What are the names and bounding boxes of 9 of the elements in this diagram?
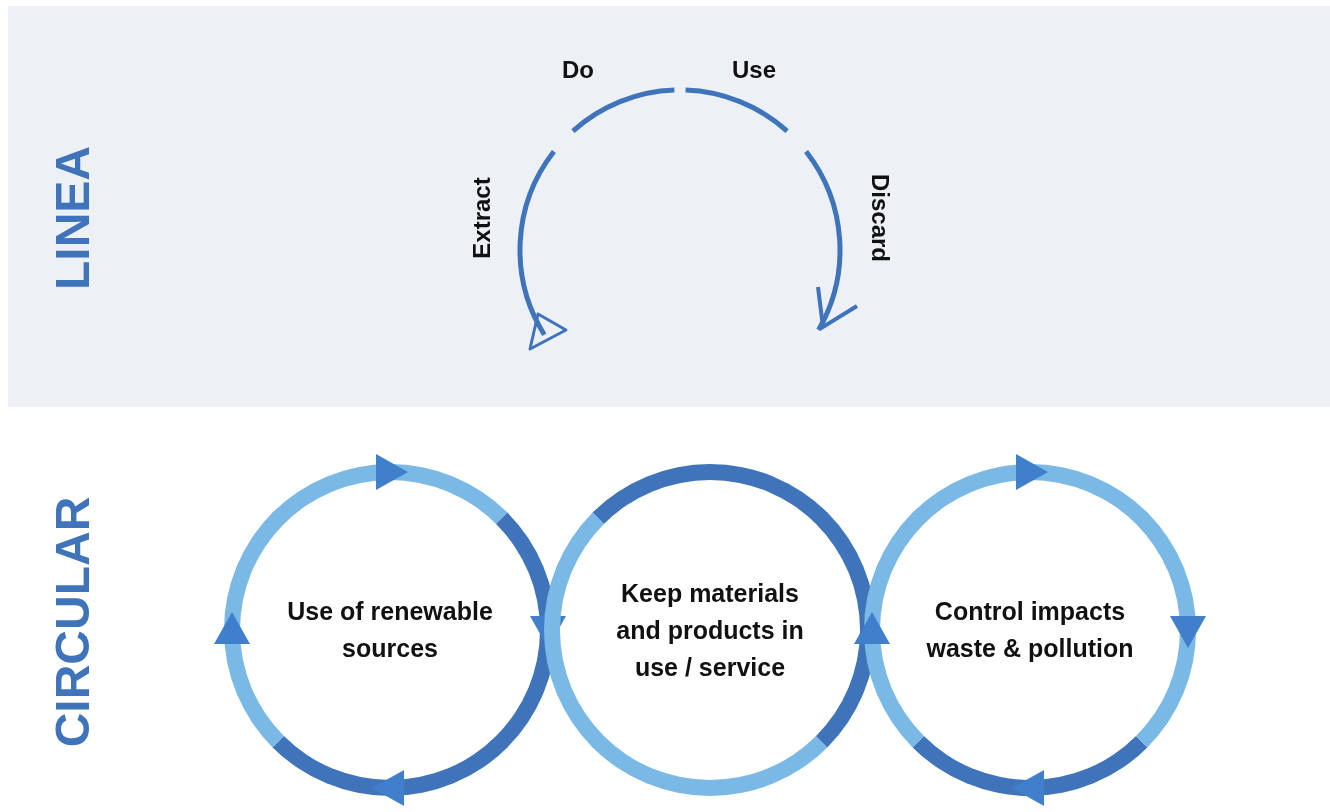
step-label: Use bbox=[732, 56, 776, 84]
section-title: LINEA bbox=[44, 146, 100, 290]
circle-label: Keep materials and products in use / service bbox=[615, 577, 805, 683]
step-label: Extract bbox=[468, 177, 496, 259]
step-label: Do bbox=[562, 56, 594, 84]
circle-label: Control impacts waste & pollution bbox=[925, 596, 1135, 664]
step-label: Discard bbox=[866, 174, 894, 262]
section-title: CIRCULAR bbox=[44, 496, 100, 748]
circle-label: Use of renewable sources bbox=[286, 596, 494, 664]
